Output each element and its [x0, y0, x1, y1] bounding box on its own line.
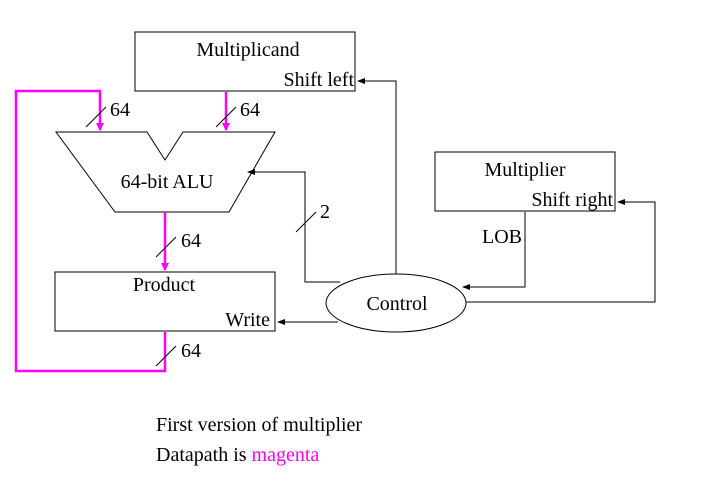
control-unit: Control [325, 273, 467, 333]
caption-line-2: Datapath is magenta [156, 444, 319, 466]
product-title: Product [133, 274, 196, 296]
alu-right-bus-slash [215, 106, 237, 128]
product-box [54, 271, 276, 332]
product-write-label: Write [225, 309, 270, 331]
caption-magenta-word: magenta [252, 444, 320, 466]
product-out-bus-slash [155, 345, 177, 367]
alu-control-bus-width: 2 [320, 201, 330, 223]
multiplicand-register: Multiplicand Shift left [134, 31, 356, 92]
alu-left-bus-slash [85, 106, 107, 128]
alu-shape [55, 131, 276, 213]
caption: First version of multiplier Datapath is … [156, 414, 362, 466]
control-label: Control [366, 293, 428, 315]
lob-to-control-wire [462, 212, 526, 290]
multiplier-box [434, 151, 616, 212]
product-out-bus-width: 64 [181, 340, 201, 362]
control-to-alu-wire [247, 169, 340, 283]
multiplier-lob-label: LOB [482, 226, 522, 248]
alu: 64-bit ALU [55, 131, 276, 213]
alu-right-bus-width: 64 [240, 99, 260, 121]
multiplicand-box [134, 31, 356, 92]
caption-line-1: First version of multiplier [156, 414, 362, 436]
caption-line-2-prefix: Datapath is [156, 444, 252, 466]
alu-out-bus-slash [155, 236, 177, 258]
multiplier-shift-right-label: Shift right [531, 189, 613, 211]
multiplier-register: Multiplier Shift right LOB [434, 151, 616, 248]
alu-control-bus-slash [295, 211, 317, 233]
alu-label: 64-bit ALU [121, 171, 214, 193]
alu-left-bus-width: 64 [110, 99, 130, 121]
multiplicand-title: Multiplicand [196, 39, 299, 61]
control-to-multiplier-wire [466, 199, 656, 303]
product-feedback-datapath [14, 89, 167, 373]
product-register: Product Write [54, 271, 276, 332]
alu-out-bus-width: 64 [181, 230, 201, 252]
multiplicand-shift-left-label: Shift left [283, 69, 354, 91]
multiplier-title: Multiplier [484, 159, 565, 181]
control-to-multiplicand-wire [357, 78, 397, 274]
